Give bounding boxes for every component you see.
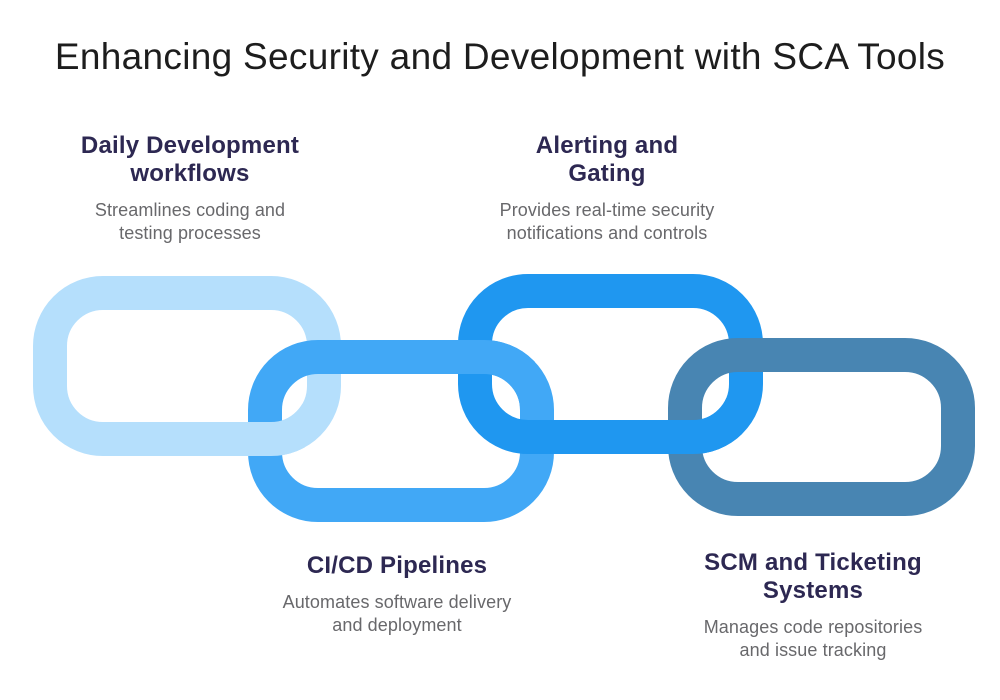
- description-line: Streamlines coding and: [94, 200, 286, 220]
- label-alerting-and-gating-description: Provides real-time security notification…: [457, 199, 757, 245]
- description-line: Automates software delivery: [282, 592, 512, 612]
- description-line: Provides real-time security: [499, 200, 715, 220]
- description-line: testing processes: [119, 223, 261, 243]
- heading-line: Gating: [568, 160, 646, 187]
- label-cicd-pipelines-description: Automates software delivery and deployme…: [247, 591, 547, 637]
- label-daily-development-workflows-heading: Daily Development workflows: [40, 132, 340, 188]
- description-line: and issue tracking: [739, 640, 887, 660]
- heading-line: CI/CD Pipelines: [306, 552, 488, 579]
- label-scm-and-ticketing-systems: SCM and Ticketing Systems Manages code r…: [663, 549, 963, 662]
- label-alerting-and-gating: Alerting and Gating Provides real-time s…: [457, 132, 757, 245]
- label-alerting-and-gating-heading: Alerting and Gating: [457, 132, 757, 188]
- label-cicd-pipelines: CI/CD Pipelines Automates software deliv…: [247, 552, 547, 637]
- heading-line: Systems: [762, 577, 864, 604]
- heading-line: Alerting and: [535, 132, 679, 159]
- heading-line: workflows: [130, 160, 250, 187]
- label-scm-and-ticketing-systems-heading: SCM and Ticketing Systems: [663, 549, 963, 605]
- label-daily-development-workflows: Daily Development workflows Streamlines …: [40, 132, 340, 245]
- page-title: Enhancing Security and Development with …: [54, 36, 946, 77]
- description-line: notifications and controls: [506, 223, 708, 243]
- label-daily-development-workflows-description: Streamlines coding and testing processes: [40, 199, 340, 245]
- heading-line: SCM and Ticketing: [704, 549, 922, 576]
- label-scm-and-ticketing-systems-description: Manages code repositories and issue trac…: [663, 616, 963, 662]
- heading-line: Daily Development: [80, 132, 300, 159]
- label-cicd-pipelines-heading: CI/CD Pipelines: [247, 552, 547, 580]
- description-line: and deployment: [332, 615, 462, 635]
- description-line: Manages code repositories: [703, 617, 923, 637]
